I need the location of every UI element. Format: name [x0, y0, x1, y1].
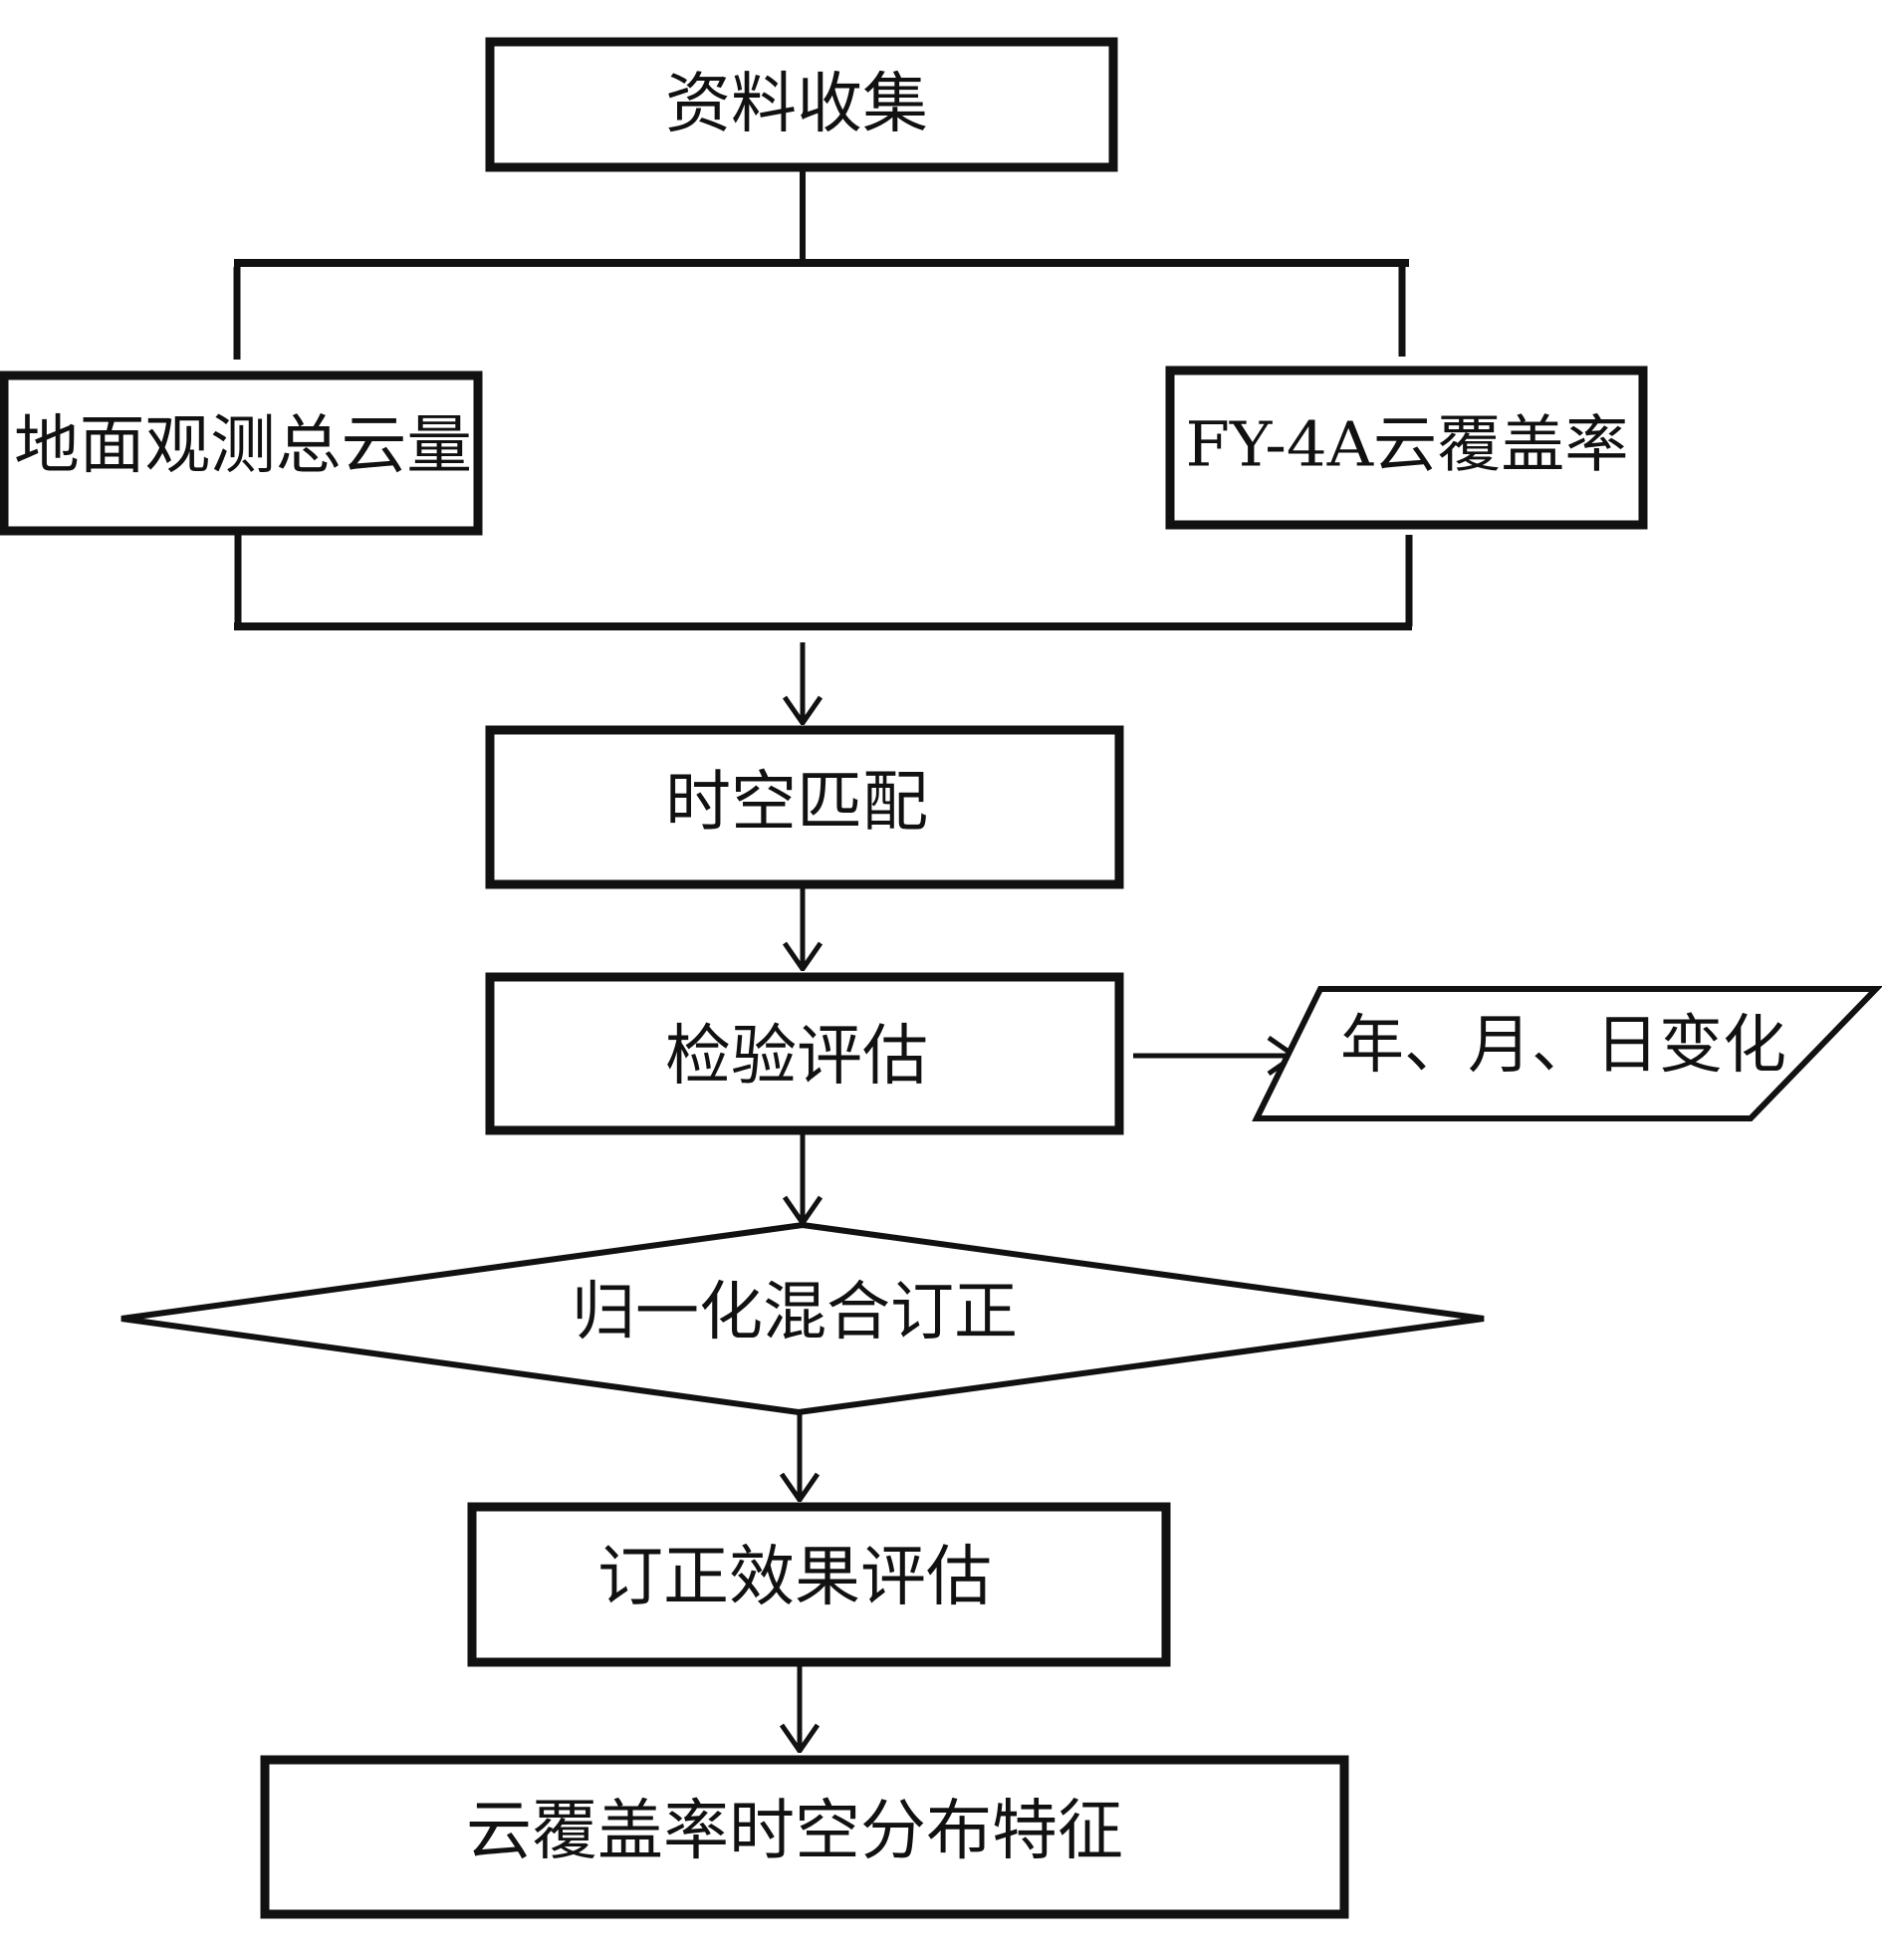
node-fy4a-cloud-cover[interactable]: FY-4A云覆盖率	[1165, 366, 1648, 530]
node-data-collection[interactable]: 资料收集	[485, 37, 1118, 172]
node-box	[0, 370, 483, 536]
node-parallelogram	[1252, 986, 1882, 1121]
node-label: 云覆盖率时空分布特征	[466, 1793, 1123, 1869]
node-box	[485, 725, 1124, 889]
node-label: 归一化混合订正	[572, 1276, 1018, 1349]
node-correction-evaluation[interactable]: 订正效果评估	[467, 1502, 1171, 1667]
node-box	[1165, 366, 1648, 530]
node-label: 地面观测总云量	[14, 409, 472, 483]
arrows	[800, 642, 1294, 1751]
node-label: 检验评估	[665, 1018, 928, 1095]
node-box	[485, 972, 1124, 1135]
node-label: 订正效果评估	[597, 1539, 992, 1615]
node-label: FY-4A云覆盖率	[1186, 408, 1629, 481]
node-box	[485, 37, 1118, 172]
node-variation[interactable]: 年、月、日变化	[1252, 986, 1882, 1121]
node-box	[467, 1502, 1171, 1667]
node-label: 年、月、日变化	[1340, 1009, 1786, 1083]
node-box	[260, 1755, 1349, 1919]
node-ground-observation[interactable]: 地面观测总云量	[0, 370, 483, 536]
node-normalized-correction[interactable]: 归一化混合订正	[120, 1221, 1485, 1416]
node-diamond	[120, 1221, 1485, 1416]
node-label: 资料收集	[665, 66, 928, 142]
node-validation-evaluation[interactable]: 检验评估	[485, 972, 1124, 1135]
connectors	[233, 171, 1413, 630]
node-spatiotemporal-matching[interactable]: 时空匹配	[485, 725, 1124, 889]
node-distribution-features[interactable]: 云覆盖率时空分布特征	[260, 1755, 1349, 1919]
node-label: 时空匹配	[665, 764, 928, 841]
